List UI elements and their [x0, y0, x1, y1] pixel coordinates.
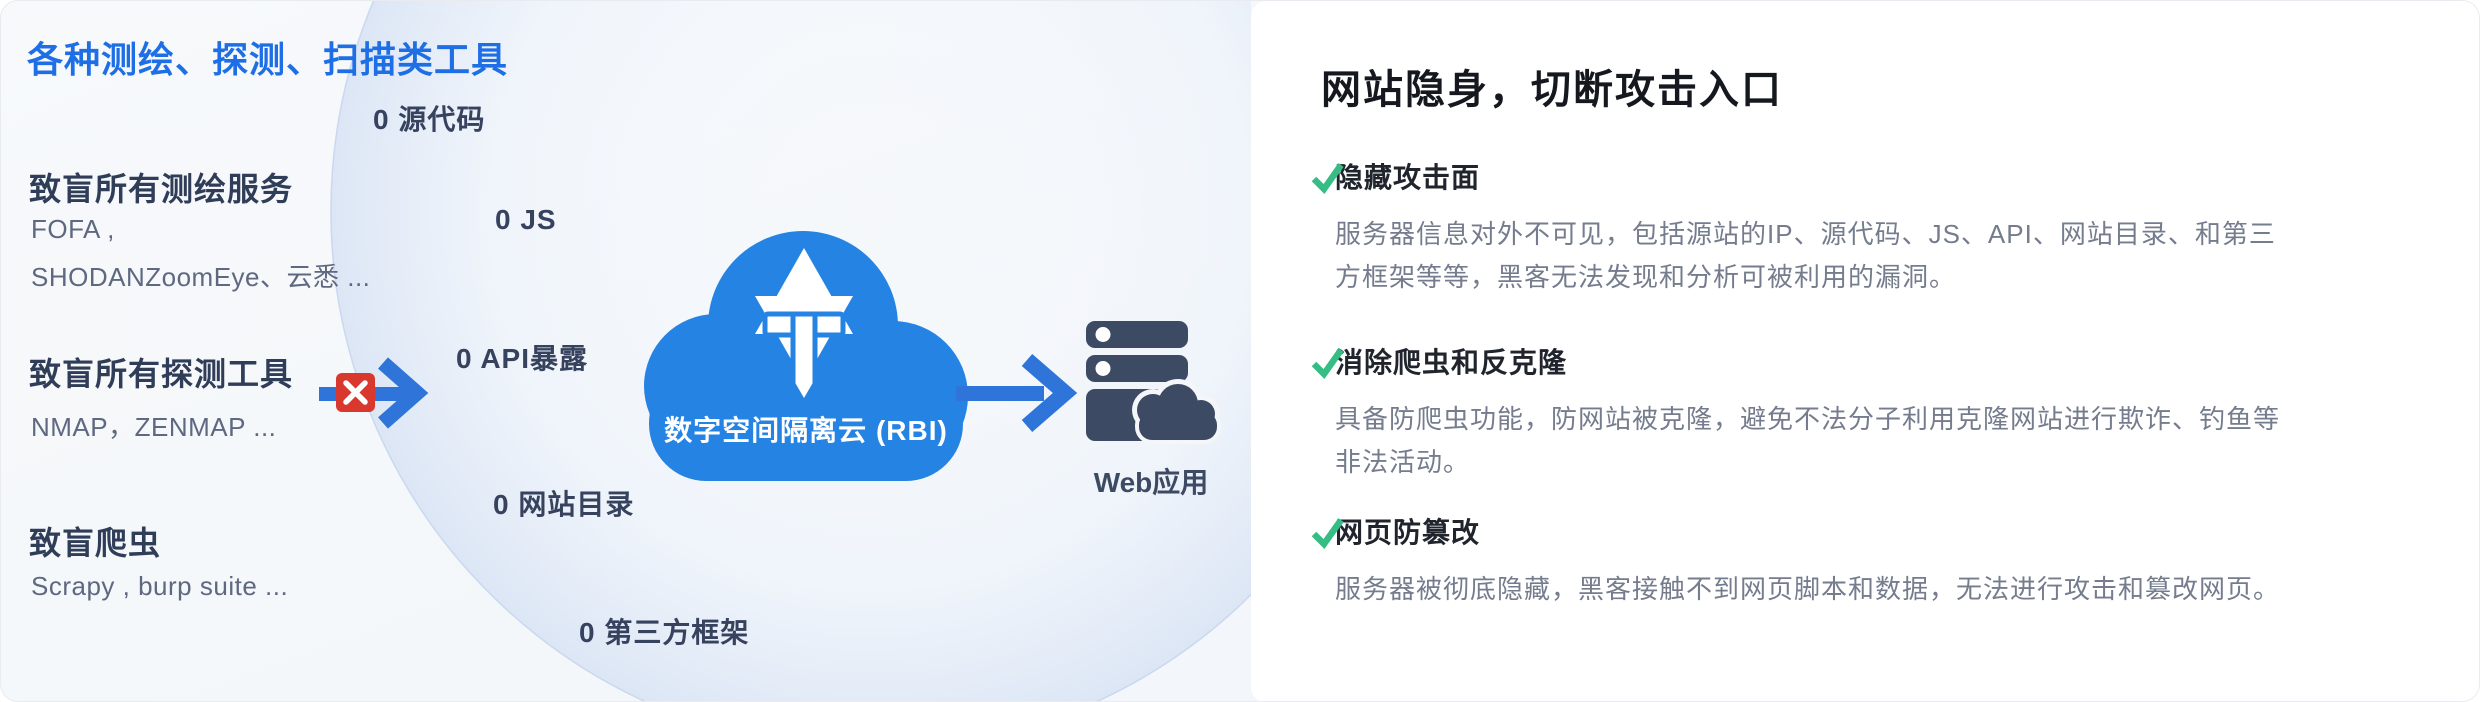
zero-label-framework: 0 第三方框架: [579, 617, 750, 648]
server-label: Web应用: [1093, 467, 1209, 498]
left-diagram-panel: 各种测绘、探测、扫描类工具 致盲所有测绘服务 FOFA , SHODANZoom…: [1, 1, 1251, 701]
check-icon: [1311, 163, 1344, 195]
zero-label-js: 0 JS: [495, 204, 557, 235]
zero-label-directory: 0 网站目录: [493, 489, 635, 520]
blocked-arrow-icon: [319, 357, 429, 429]
feature-item-anti-crawler: 消除爬虫和反克隆 具备防爬虫功能，防网站被克隆，避免不法分子利用克隆网站进行欺诈…: [1309, 344, 2309, 484]
tool-group-heading-crawler: 致盲爬虫: [29, 525, 162, 561]
feature-heading: 隐藏攻击面: [1335, 162, 1481, 193]
tool-group-line: Scrapy , burp suite ...: [31, 571, 289, 601]
tool-group-line: NMAP，ZENMAP ...: [31, 412, 277, 442]
tool-group-line: FOFA ,: [31, 214, 115, 244]
zero-label-source-code: 0 源代码: [373, 104, 486, 135]
feature-item-hide-attack-surface: 隐藏攻击面 服务器信息对外不可见，包括源站的IP、源代码、JS、API、网站目录…: [1309, 159, 2309, 299]
feature-item-anti-tamper: 网页防篡改 服务器被彻底隐藏，黑客接触不到网页脚本和数据，无法进行攻击和篡改网页…: [1309, 514, 2309, 611]
isolation-cloud-icon: [644, 231, 968, 481]
check-icon: [1311, 348, 1344, 380]
feature-body: 具备防爬虫功能，防网站被克隆，避免不法分子利用克隆网站进行欺诈、钓鱼等非法活动。: [1335, 404, 2281, 477]
web-server-icon: [1086, 321, 1221, 444]
tool-group-heading-probing: 致盲所有探测工具: [29, 356, 294, 392]
check-icon: [1311, 518, 1344, 550]
feature-body: 服务器信息对外不可见，包括源站的IP、源代码、JS、API、网站目录、和第三方框…: [1335, 219, 2276, 292]
left-panel-title: 各种测绘、探测、扫描类工具: [27, 39, 509, 80]
right-panel-title: 网站隐身，切断攻击入口: [1321, 68, 1783, 112]
flow-arrow-icon: [956, 353, 1078, 433]
right-feature-panel: 网站隐身，切断攻击入口 隐藏攻击面 服务器信息对外不可见，包括源站的IP、源代码…: [1251, 1, 2479, 701]
zero-label-api: 0 API暴露: [456, 343, 588, 374]
feature-heading: 网页防篡改: [1335, 517, 1481, 548]
feature-list: 隐藏攻击面 服务器信息对外不可见，包括源站的IP、源代码、JS、API、网站目录…: [1309, 159, 2309, 611]
feature-body: 服务器被彻底隐藏，黑客接触不到网页脚本和数据，无法进行攻击和篡改网页。: [1335, 574, 2281, 604]
feature-heading: 消除爬虫和反克隆: [1335, 347, 1568, 378]
hexagram-star-logo: [755, 248, 853, 408]
cloud-label: 数字空间隔离云 (RBI): [664, 415, 948, 446]
tool-group-line: SHODANZoomEye、云悉 ...: [31, 262, 371, 292]
tool-group-heading-mapping: 致盲所有测绘服务: [29, 171, 294, 207]
